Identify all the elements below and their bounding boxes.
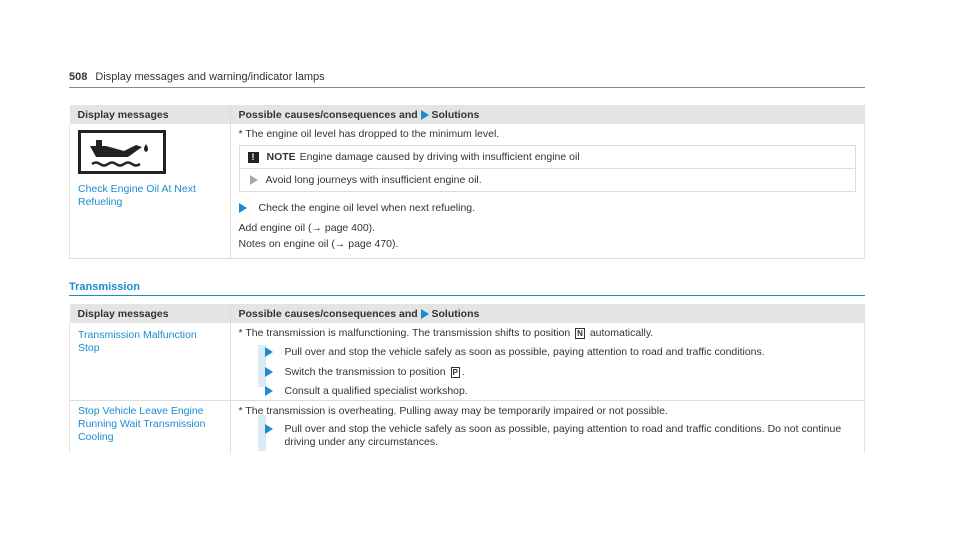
gear-n-icon: N <box>575 328 585 339</box>
solution-step: Consult a qualified specialist workshop. <box>239 385 857 398</box>
solution-step: Check the engine oil level when next ref… <box>238 202 857 215</box>
solution-arrow-icon <box>264 347 273 358</box>
solution-arrow-icon <box>264 367 273 378</box>
action-arrow-icon <box>249 175 258 185</box>
solution-text: Check the engine oil level when next ref… <box>258 202 476 214</box>
note-action-row: Avoid long journeys with insufficient en… <box>239 168 855 191</box>
table-header-causes: Possible causes/consequences and Solutio… <box>230 105 865 124</box>
header-divider <box>69 87 865 88</box>
table-header-display-messages: Display messages <box>69 105 231 124</box>
step-text: Consult a qualified specialist workshop. <box>284 385 468 397</box>
message-cell: Check Engine Oil At Next Refueling <box>69 124 231 258</box>
causes-cell: * The transmission is malfunctioning. Th… <box>230 323 865 401</box>
page-number: 508 <box>69 71 88 83</box>
step-highlight-bar <box>258 415 266 451</box>
display-message: Check Engine Oil At Next Refueling <box>78 183 196 208</box>
note-text: Engine damage caused by driving with ins… <box>299 151 580 163</box>
solution-step: Pull over and stop the vehicle safely as… <box>239 423 857 449</box>
table-row: Transmission Malfunction Stop * The tran… <box>69 323 865 401</box>
display-message: Stop Vehicle Leave Engine Running Wait T… <box>78 405 206 443</box>
solution-arrow-icon <box>420 110 429 121</box>
cause-text: * The transmission is malfunctioning. Th… <box>238 327 654 339</box>
causes-cell: * The transmission is overheating. Pulli… <box>230 401 865 453</box>
add-oil-text: Add engine oil (→ page 400). <box>238 222 376 234</box>
note-box: ! NOTE Engine damage caused by driving w… <box>238 145 856 192</box>
message-cell: Stop Vehicle Leave Engine Running Wait T… <box>69 400 231 453</box>
section-divider <box>69 295 865 296</box>
solution-arrow-icon <box>264 424 273 435</box>
solution-arrow-icon <box>238 203 247 214</box>
table-row: Stop Vehicle Leave Engine Running Wait T… <box>69 400 865 453</box>
solution-step: Switch the transmission to position P. <box>239 366 857 379</box>
note-row: ! NOTE Engine damage caused by driving w… <box>240 146 856 168</box>
table-header-causes: Possible causes/consequences and Solutio… <box>230 304 865 323</box>
message-cell: Transmission Malfunction Stop <box>69 323 231 401</box>
note-action-text: Avoid long journeys with insufficient en… <box>265 174 482 186</box>
section-title: Transmission <box>69 281 140 293</box>
solution-step: Pull over and stop the vehicle safely as… <box>239 346 857 359</box>
step-text: Pull over and stop the vehicle safely as… <box>284 346 765 358</box>
engine-oil-warning-icon <box>70 124 230 177</box>
solution-arrow-icon <box>420 309 429 320</box>
step-text: Pull over and stop the vehicle safely as… <box>284 423 842 448</box>
transmission-table: Display messages Possible causes/consequ… <box>69 304 865 453</box>
cause-text: * The transmission is overheating. Pulli… <box>238 405 668 417</box>
oil-notes-text: Notes on engine oil (→ page 470). <box>238 238 399 250</box>
warning-exclamation-icon: ! <box>247 151 259 163</box>
page-header: 508 Display messages and warning/indicato… <box>69 71 325 83</box>
note-label: NOTE <box>266 151 296 163</box>
engine-oil-table: Display messages Possible causes/consequ… <box>69 105 865 259</box>
step-highlight-bar <box>258 345 266 387</box>
table-header-display-messages: Display messages <box>69 304 231 323</box>
cause-text: * The engine oil level has dropped to th… <box>238 128 500 140</box>
gear-p-icon: P <box>450 367 460 378</box>
display-message: Transmission Malfunction Stop <box>78 329 197 354</box>
page-title: Display messages and warning/indicator l… <box>95 71 325 83</box>
table-row: Check Engine Oil At Next Refueling * The… <box>69 124 865 258</box>
causes-cell: * The engine oil level has dropped to th… <box>230 124 865 258</box>
solution-arrow-icon <box>264 386 273 397</box>
